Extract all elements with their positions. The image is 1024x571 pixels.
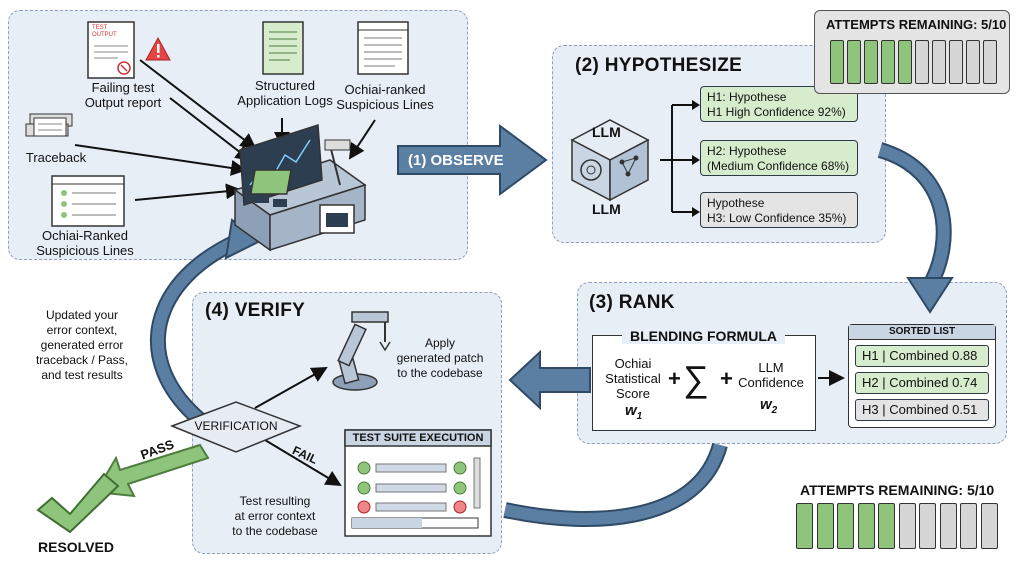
test-resulting-label: Test resulting at error context to the c… xyxy=(232,494,318,538)
sorted-list-title: SORTED LIST xyxy=(849,325,995,340)
attempt-bar xyxy=(830,40,844,84)
weight-w1-symbol: w xyxy=(625,402,637,419)
attempt-bar xyxy=(881,40,895,84)
attempt-bar xyxy=(980,503,998,549)
resolved-label: RESOLVED xyxy=(38,539,114,555)
rank-to-verify-arrow xyxy=(508,349,591,411)
resolved-check-icon xyxy=(36,472,120,534)
ochiai-bottom-label: Ochiai-Ranked Suspicious Lines xyxy=(36,228,134,258)
observe-arrow-label: (1) OBSERVE xyxy=(408,152,504,169)
hypothesize-title: (2) HYPOTHESIZE xyxy=(575,55,743,76)
loop-arrow-rank-to-verify-bottom xyxy=(503,442,728,527)
llm-bracket xyxy=(660,104,692,213)
attempt-bar xyxy=(960,503,977,549)
ochiai-top-label: Ochiai-ranked Suspicious Lines xyxy=(336,82,434,112)
llm-label-bottom: LLM xyxy=(592,201,621,217)
rank-title: (3) RANK xyxy=(589,292,675,313)
loop-feedback-text: Updated your error context, generated er… xyxy=(35,308,129,382)
robot-arm-icon xyxy=(332,311,391,391)
llm-label-top: LLM xyxy=(592,124,621,140)
failing-test-doc-icon xyxy=(87,21,135,79)
weight-w1-subscript: 1 xyxy=(636,411,643,422)
blending-formula-title: BLENDING FORMULA xyxy=(622,328,785,344)
attempts-top-label: ATTEMPTS REMAINING: 5/10 xyxy=(826,17,1007,32)
test-doc-text: TEST OUTPUT xyxy=(92,25,117,38)
observation-machine-icon xyxy=(233,123,367,252)
attempt-bar xyxy=(847,40,861,84)
attempt-bar xyxy=(878,503,895,549)
attempt-bar xyxy=(816,503,834,549)
verification-label: VERIFICATION xyxy=(194,419,278,433)
attempt-bar xyxy=(939,503,957,549)
verification-diamond xyxy=(169,401,303,453)
apply-patch-label: Apply generated patch to the codebase xyxy=(396,336,484,380)
sigma-sign: ∑ xyxy=(683,358,709,399)
ochiai-window-top-icon xyxy=(357,21,409,75)
plus-sign-1: + xyxy=(668,366,681,391)
attempt-bar xyxy=(864,40,878,84)
attempt-bar xyxy=(919,503,936,549)
traceback-icon xyxy=(25,113,73,137)
sorted-row-h2: H2 | Combined 0.74 xyxy=(855,372,989,394)
structured-logs-label: Structured Application Logs xyxy=(237,78,333,108)
attempt-bar xyxy=(932,40,946,84)
warning-icon xyxy=(145,36,171,61)
attempt-bar xyxy=(857,503,875,549)
weight-w2-symbol: w xyxy=(760,396,772,413)
traceback-label: Traceback xyxy=(25,150,87,165)
attempts-top-bars xyxy=(830,40,1002,86)
ochiai-window-bottom-icon xyxy=(51,175,125,227)
hypothesis-h3: Hypothese H3: Low Confidence 35%) xyxy=(700,192,858,228)
llm-cube-icon xyxy=(570,119,650,202)
test-suite-title: TEST SUITE EXECUTION xyxy=(352,432,484,444)
attempt-bar xyxy=(949,40,963,84)
hypothesis-h2: H2: Hypothese (Medium Confidence 68%) xyxy=(700,140,858,176)
failing-test-label: Failing test Output report xyxy=(84,80,162,110)
observe-arrow xyxy=(397,124,548,196)
test-suite-window xyxy=(344,429,492,537)
ochiai-score-label: Ochiai Statistical Score xyxy=(605,356,661,401)
sorted-list-box: SORTED LIST H1 | Combined 0.88 H2 | Comb… xyxy=(848,324,996,428)
attempt-bar xyxy=(898,40,912,84)
attempt-bar xyxy=(898,503,916,549)
weight-w2-subscript: 2 xyxy=(771,405,778,416)
structured-logs-icon xyxy=(262,21,304,75)
attempt-bar xyxy=(796,503,813,549)
loop-arrowhead-rank xyxy=(906,277,954,314)
attempt-bar xyxy=(915,40,929,84)
attempts-bottom-bars xyxy=(796,503,1002,551)
llm-confidence-label: LLM Confidence xyxy=(738,360,804,390)
plus-sign-2: + xyxy=(720,366,733,391)
blending-formula-box xyxy=(592,335,816,431)
attempt-bar xyxy=(966,40,980,84)
weight-w1: w1 xyxy=(625,402,642,422)
pass-arrow xyxy=(94,443,210,498)
attempt-bar xyxy=(837,503,854,549)
verify-title: (4) VERIFY xyxy=(205,300,306,321)
sorted-row-h1: H1 | Combined 0.88 xyxy=(855,345,989,367)
attempts-bottom-label: ATTEMPTS REMAINING: 5/10 xyxy=(800,482,995,498)
sorted-row-h3: H3 | Combined 0.51 xyxy=(855,399,989,421)
weight-w2: w2 xyxy=(760,396,777,416)
attempt-bar xyxy=(983,40,997,84)
